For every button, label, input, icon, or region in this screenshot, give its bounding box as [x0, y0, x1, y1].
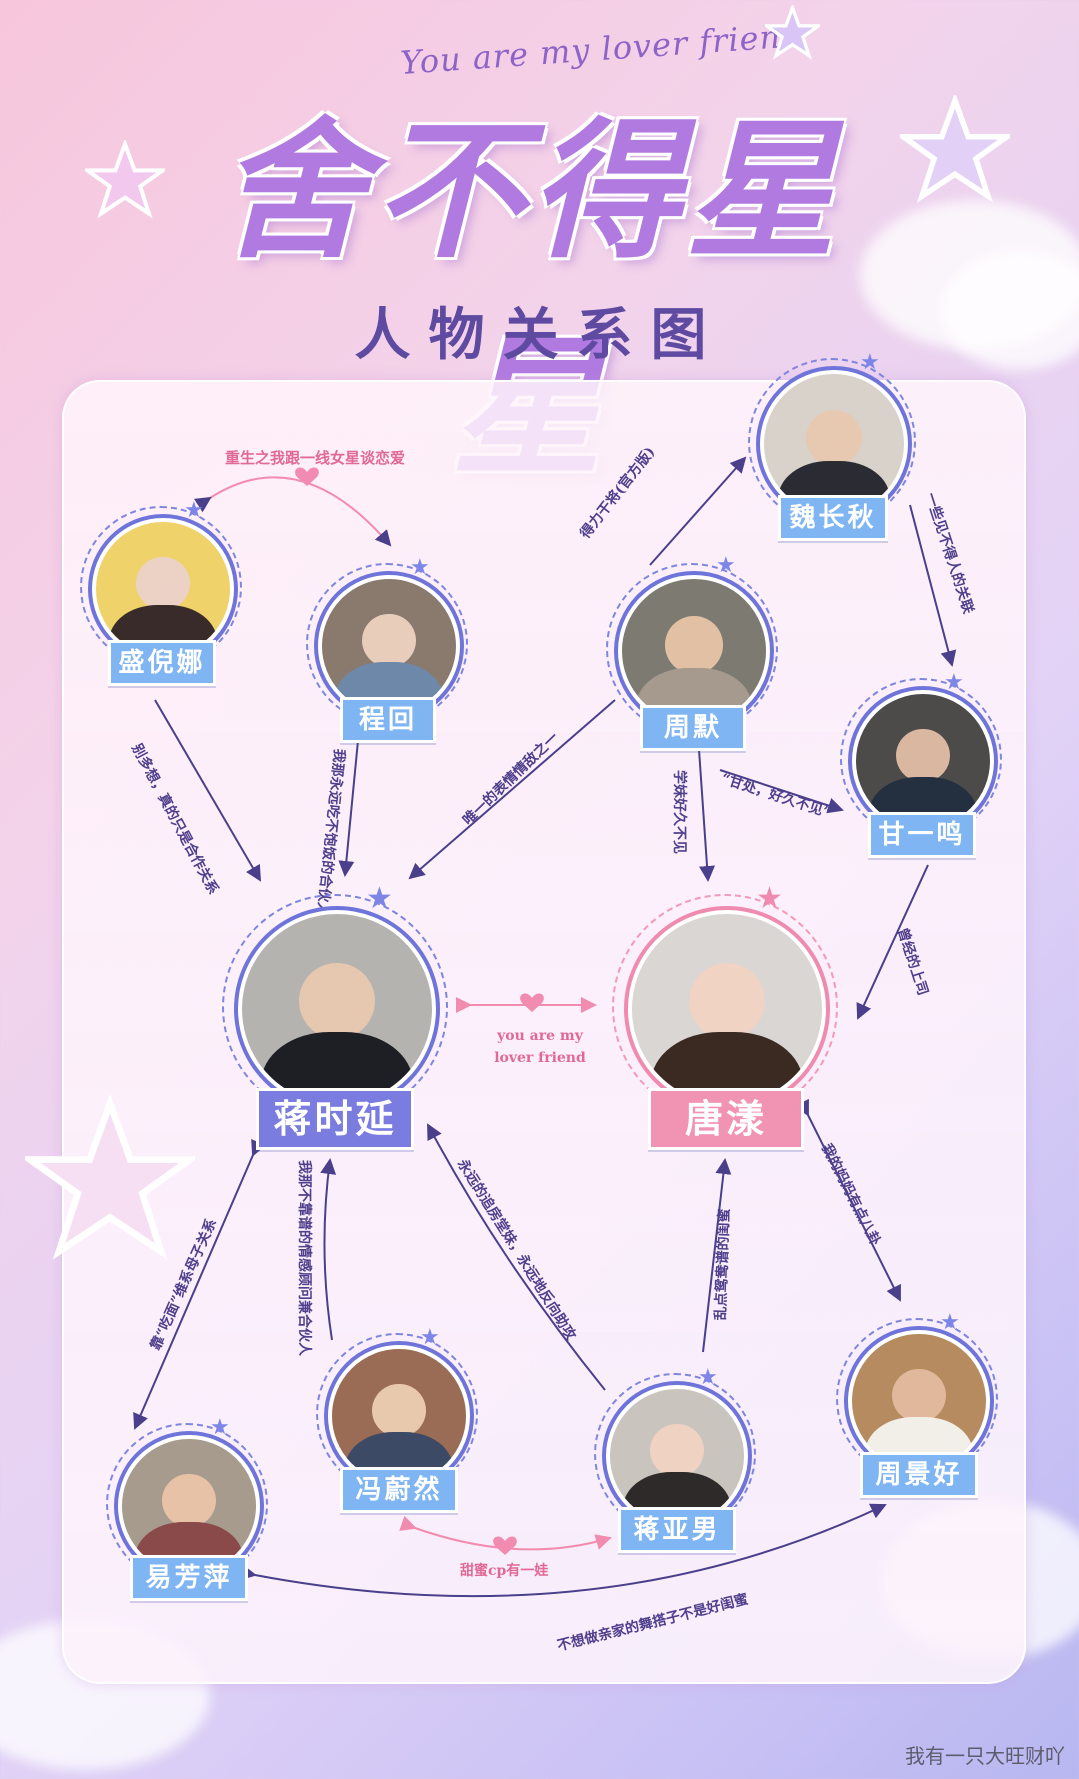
star-icon: ★ [940, 1310, 960, 1335]
avatar [628, 910, 826, 1108]
relation-label: you are my lover friend [494, 1028, 586, 1066]
star-icon: ★ [410, 555, 430, 580]
star-icon: ★ [944, 670, 964, 695]
relation-label: 学妹好久不见 [671, 770, 687, 854]
avatar [328, 1345, 470, 1487]
name-tag: 甘一鸣 [868, 812, 976, 858]
name-tag: 周默 [640, 705, 746, 751]
star-icon [765, 5, 820, 60]
star-icon: ★ [184, 498, 204, 523]
cloud-decoration [940, 250, 1079, 370]
name-tag: 蒋时延 [256, 1088, 414, 1150]
star-icon: ★ [716, 553, 736, 578]
star-icon [85, 140, 165, 219]
avatar [318, 575, 460, 717]
name-tag: 魏长秋 [778, 495, 888, 541]
avatar [848, 1330, 990, 1472]
name-tag: 冯蔚然 [340, 1467, 458, 1513]
name-tag: 程回 [340, 697, 436, 743]
relation-label: 重生之我跟一线女星谈恋爱 [225, 449, 406, 467]
name-tag: 盛倪娜 [108, 640, 216, 686]
heart-icon [295, 467, 319, 486]
relation-label: 甜蜜cp有一娃 [460, 1563, 549, 1579]
star-icon: ★ [210, 1415, 230, 1440]
name-tag: 周景好 [860, 1452, 978, 1498]
heart-icon [493, 1536, 517, 1555]
name-tag: 唐漾 [648, 1088, 804, 1150]
name-tag: 蒋亚男 [618, 1507, 736, 1553]
heart-icon [520, 993, 544, 1012]
star-icon: ★ [420, 1325, 440, 1350]
star-icon: ★ [366, 881, 393, 916]
relation-label: 乱点鸳鸯谱的闺蜜 [712, 1208, 733, 1321]
star-icon: ★ [756, 881, 783, 916]
subtitle: 人物关系图 [354, 302, 725, 368]
star-icon [900, 95, 1010, 203]
watermark: 我有一只大旺财吖 [905, 1744, 1065, 1768]
star-icon: ★ [698, 1365, 718, 1390]
avatar [92, 518, 234, 660]
name-tag: 易芳萍 [130, 1555, 248, 1601]
avatar [238, 910, 436, 1108]
relation-label: 我那不靠谱的情感顾问兼合伙人 [296, 1160, 312, 1356]
star-icon: ★ [860, 350, 880, 375]
avatar [606, 1385, 748, 1527]
avatar [852, 690, 994, 832]
